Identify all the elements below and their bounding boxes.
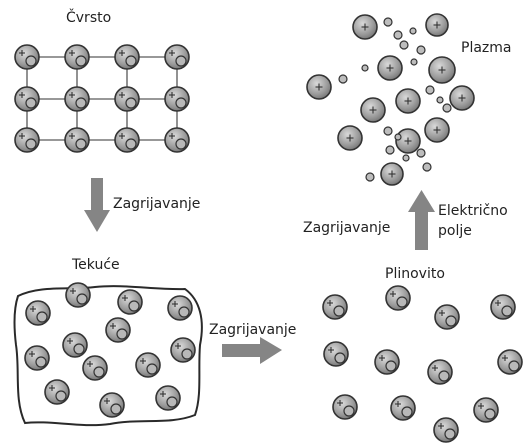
plasma-ion bbox=[449, 85, 475, 111]
solid-atom bbox=[164, 86, 190, 112]
plasma-electron bbox=[399, 40, 409, 50]
gas-atom bbox=[497, 349, 523, 375]
gas-atom bbox=[434, 304, 460, 330]
plasma-electron bbox=[402, 154, 410, 162]
solid-atom bbox=[114, 86, 140, 112]
solid-lattice-grid bbox=[26, 56, 178, 141]
gas-atom bbox=[390, 395, 416, 421]
electric-field-label-line2: polje bbox=[438, 223, 472, 239]
plasma-electron bbox=[383, 126, 393, 136]
plasma-ion bbox=[380, 162, 404, 186]
plasma-electron bbox=[422, 162, 432, 172]
plasma-ion bbox=[425, 13, 449, 37]
liquid-atom bbox=[117, 289, 143, 315]
electric-field-label-line1: Električno bbox=[438, 203, 508, 219]
solid-atoms bbox=[14, 44, 190, 153]
gas-atoms bbox=[322, 285, 523, 443]
solid-atom bbox=[164, 127, 190, 153]
plasma-ions bbox=[306, 13, 475, 186]
solid-atom bbox=[14, 127, 40, 153]
liquid-atom bbox=[24, 345, 50, 371]
plasma-electron bbox=[383, 17, 393, 27]
gas-atom bbox=[490, 294, 516, 320]
liquid-atom bbox=[155, 385, 181, 411]
heating-label-liquid-to-gas: Zagrijavanje bbox=[209, 322, 297, 338]
plasma-electron bbox=[338, 74, 348, 84]
liquid-atom bbox=[25, 300, 51, 326]
plasma-ion bbox=[352, 14, 378, 40]
plasma-electron bbox=[410, 58, 418, 66]
arrow-liquid-to-gas bbox=[222, 337, 282, 364]
plasma-label: Plazma bbox=[461, 40, 512, 56]
liquid-atom bbox=[105, 317, 131, 343]
plasma-electron bbox=[416, 45, 426, 55]
plasma-electron bbox=[442, 103, 452, 113]
plasma-electron bbox=[385, 145, 395, 155]
liquid-label: Tekuće bbox=[72, 257, 120, 273]
liquid-atom bbox=[167, 295, 193, 321]
plasma-ion bbox=[360, 97, 386, 123]
gas-atom bbox=[323, 341, 349, 367]
gas-atom bbox=[473, 397, 499, 423]
gas-atom bbox=[332, 394, 358, 420]
plasma-ion bbox=[395, 128, 421, 154]
gas-atom bbox=[385, 285, 411, 311]
plasma-electron bbox=[416, 148, 426, 158]
plasma-ion bbox=[428, 56, 456, 84]
plasma-ion bbox=[306, 74, 332, 100]
plasma-ion bbox=[424, 117, 450, 143]
plasma-ion bbox=[395, 88, 421, 114]
solid-label: Čvrsto bbox=[66, 10, 112, 26]
solid-atom bbox=[64, 44, 90, 70]
arrow-solid-to-liquid bbox=[84, 178, 110, 232]
plasma-electron bbox=[436, 96, 444, 104]
heating-label-gas-to-plasma: Zagrijavanje bbox=[303, 220, 391, 236]
liquid-atom bbox=[170, 337, 196, 363]
liquid-atoms bbox=[24, 282, 196, 418]
plasma-electron bbox=[365, 172, 375, 182]
solid-atom bbox=[164, 44, 190, 70]
plasma-electron bbox=[361, 64, 369, 72]
solid-atom bbox=[64, 127, 90, 153]
liquid-boundary bbox=[13, 285, 203, 427]
plasma-electron bbox=[393, 30, 403, 40]
plasma-ion bbox=[337, 125, 363, 151]
plasma-ion bbox=[377, 55, 403, 81]
gas-atom bbox=[427, 359, 453, 385]
plasma-electrons bbox=[338, 17, 452, 182]
liquid-atom bbox=[44, 379, 70, 405]
gas-label: Plinovito bbox=[385, 266, 445, 282]
plasma-electron bbox=[425, 85, 435, 95]
plasma-electron bbox=[409, 27, 417, 35]
solid-atom bbox=[114, 127, 140, 153]
gas-atom bbox=[322, 294, 348, 320]
heating-label-solid-to-liquid: Zagrijavanje bbox=[113, 196, 201, 212]
solid-atom bbox=[14, 44, 40, 70]
gas-atom bbox=[374, 349, 400, 375]
gas-atom bbox=[433, 417, 459, 443]
solid-atom bbox=[14, 86, 40, 112]
liquid-atom bbox=[62, 332, 88, 358]
solid-atom bbox=[114, 44, 140, 70]
plasma-electron bbox=[394, 133, 402, 141]
liquid-atom bbox=[99, 392, 125, 418]
arrow-gas-to-plasma bbox=[408, 190, 435, 250]
solid-atom bbox=[64, 86, 90, 112]
liquid-atom bbox=[65, 282, 91, 308]
liquid-atom bbox=[135, 352, 161, 378]
liquid-atom bbox=[82, 355, 108, 381]
